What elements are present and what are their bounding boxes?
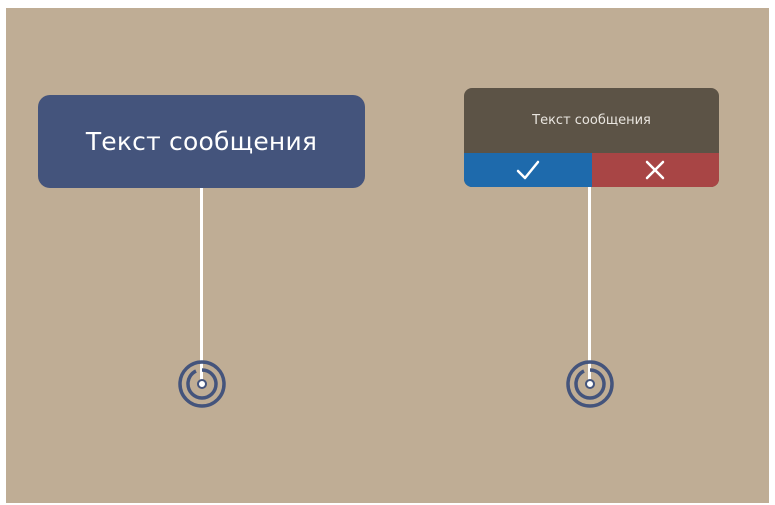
- target-icon[interactable]: [562, 356, 618, 412]
- confirm-tooltip-text: Текст сообщения: [532, 113, 651, 128]
- message-tooltip: Текст сообщения: [38, 95, 365, 188]
- check-icon: [516, 160, 539, 180]
- tooltip-stem-left: [200, 188, 203, 383]
- message-tooltip-text: Текст сообщения: [85, 127, 318, 156]
- target-icon[interactable]: [174, 356, 230, 412]
- canvas: Текст сообщения Текст сообщения: [6, 8, 769, 503]
- tooltip-stem-right: [588, 187, 591, 383]
- cancel-button[interactable]: [591, 153, 719, 187]
- close-icon: [646, 160, 665, 180]
- confirm-actions: [464, 153, 719, 187]
- confirm-tooltip: Текст сообщения: [464, 88, 719, 187]
- confirm-button[interactable]: [464, 153, 592, 187]
